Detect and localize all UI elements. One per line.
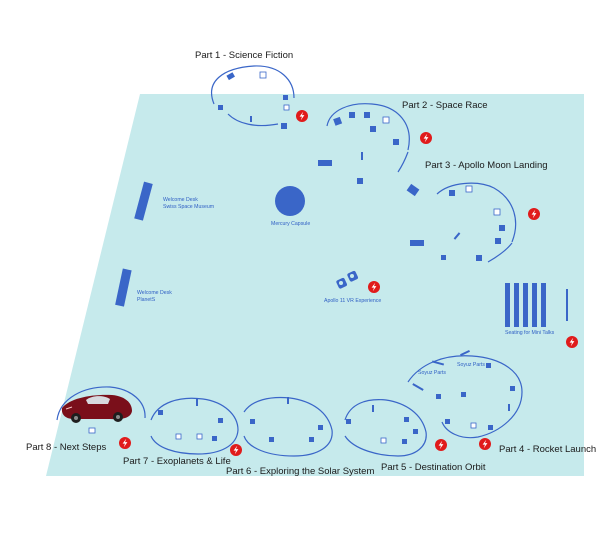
zone-part8-exhibits bbox=[56, 386, 146, 434]
zone-label-part7: Part 7 - Exoplanets & Life bbox=[123, 456, 231, 467]
welcome-desk-2-line1: Welcome Desk bbox=[137, 290, 172, 296]
soyuz-parts-right-label: Soyuz Parts bbox=[457, 362, 485, 368]
zone-part5-exhibits bbox=[344, 399, 427, 457]
zone-part4-exhibits bbox=[407, 349, 523, 439]
roadster-car-icon bbox=[61, 394, 132, 423]
zone-part1-exhibits bbox=[211, 65, 295, 129]
soyuz-parts-left-label: Soyuz Parts bbox=[418, 370, 446, 376]
mercury-capsule-label: Mercury Capsule bbox=[271, 221, 310, 227]
seating-benches bbox=[505, 283, 568, 327]
vr-experience-label: Apollo 11 VR Experience bbox=[324, 298, 381, 304]
power-outlet-icon-part8 bbox=[119, 437, 131, 449]
power-outlet-icon-part3 bbox=[528, 208, 540, 220]
zone-label-part5: Part 5 - Destination Orbit bbox=[381, 462, 486, 473]
welcome-desk-1-line2: Swiss Space Museum bbox=[163, 204, 214, 210]
zone-part2-exhibits bbox=[318, 103, 410, 184]
welcome-desk-2-line2: PlanetS bbox=[137, 297, 156, 303]
power-outlet-icon-seating bbox=[566, 336, 578, 348]
power-outlet-icon-part2 bbox=[420, 132, 432, 144]
welcome-desk-planets bbox=[115, 268, 132, 307]
zone-label-part2: Part 2 - Space Race bbox=[402, 100, 488, 111]
welcome-desk-swiss-space-museum bbox=[134, 181, 153, 221]
vr-headset-icon bbox=[336, 270, 358, 289]
floor-area bbox=[46, 94, 584, 476]
mercury-capsule bbox=[275, 186, 305, 216]
seating-label: Seating for Mini Talks bbox=[505, 330, 555, 336]
zone-label-part6: Part 6 - Exploring the Solar System bbox=[226, 466, 374, 477]
zone-label-part3: Part 3 - Apollo Moon Landing bbox=[425, 160, 548, 171]
zone-label-part8: Part 8 - Next Steps bbox=[26, 442, 107, 453]
welcome-desk-1-line1: Welcome Desk bbox=[163, 197, 198, 203]
zone-label-part1: Part 1 - Science Fiction bbox=[195, 50, 293, 61]
power-outlet-icon-part4 bbox=[479, 438, 491, 450]
zone-part6-exhibits bbox=[243, 396, 333, 457]
zone-part7-exhibits bbox=[150, 397, 239, 455]
power-outlet-icon-vr bbox=[368, 281, 380, 293]
power-outlet-icon-part1 bbox=[296, 110, 308, 122]
zone-part3-exhibits bbox=[406, 182, 517, 263]
zone-label-part4: Part 4 - Rocket Launch bbox=[499, 444, 596, 455]
power-outlet-icon-part5 bbox=[435, 439, 447, 451]
power-outlet-icon-part7 bbox=[230, 444, 242, 456]
